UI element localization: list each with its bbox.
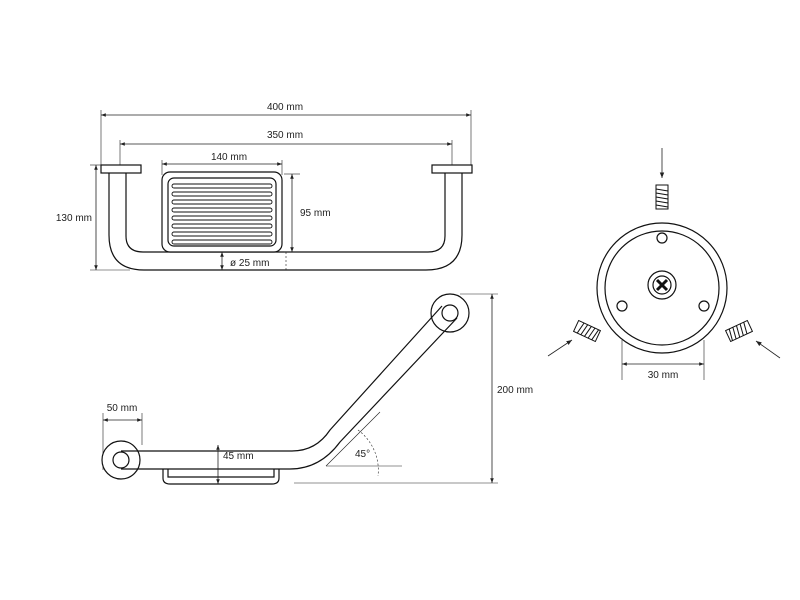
angle-indicator: 45° [325, 411, 402, 477]
rosette-inner [604, 230, 720, 346]
label-basket-depth: 45 mm [223, 451, 254, 462]
mount-view: 30 mm [547, 148, 781, 381]
dimension-mount-distance: 350 mm [119, 130, 453, 165]
label-basket-width: 140 mm [211, 152, 247, 163]
left-arrow [547, 339, 573, 357]
label-overall-width: 400 mm [267, 102, 303, 113]
dimension-basket-depth: 45 mm [216, 445, 254, 484]
label-screw-spacing: 30 mm [648, 370, 679, 381]
top-screw-icon [655, 184, 669, 210]
cross-icon [655, 278, 669, 292]
angled-grab-bar [121, 305, 458, 470]
basket-side-profile [162, 469, 280, 485]
dimension-side-height: 200 mm [294, 293, 533, 484]
dimension-basket-width: 140 mm [161, 152, 283, 175]
dimension-screw-spacing: 30 mm [621, 340, 705, 381]
dimension-overall-height: 130 mm [56, 164, 130, 271]
label-flange-offset: 50 mm [107, 403, 138, 414]
soap-basket [161, 171, 283, 253]
left-screw-icon [572, 319, 602, 343]
dimension-basket-height: 95 mm [284, 173, 331, 253]
dimension-overall-width: 400 mm [100, 102, 472, 170]
screw-hole-right [698, 300, 710, 312]
screw-hole-top [656, 232, 668, 244]
top-view: 400 mm 350 mm 140 mm [56, 102, 473, 272]
left-flange [100, 164, 142, 174]
label-side-height: 200 mm [497, 385, 533, 396]
label-overall-height: 130 mm [56, 213, 92, 224]
label-basket-height: 95 mm [300, 208, 331, 219]
label-angle: 45° [355, 449, 370, 460]
label-mount-distance: 350 mm [267, 130, 303, 141]
right-flange [431, 164, 473, 174]
dimension-tube-diameter: ø 25 mm [220, 252, 287, 272]
right-arrow [755, 340, 781, 359]
label-tube-diameter: ø 25 mm [230, 258, 269, 269]
right-screw-icon [724, 319, 754, 343]
side-view: 50 mm 45 mm 45° 200 mm [101, 293, 533, 485]
screw-hole-left [616, 300, 628, 312]
